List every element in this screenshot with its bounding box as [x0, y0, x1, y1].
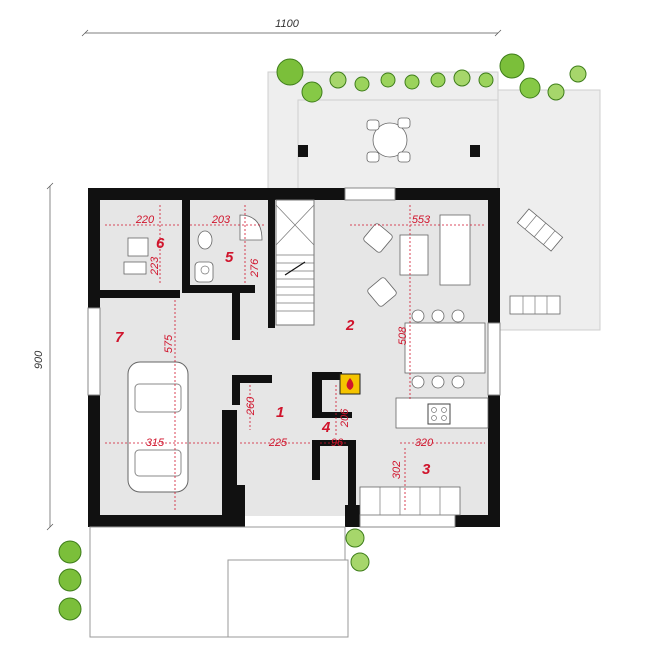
room-5-dim-a: 203 — [211, 214, 231, 226]
room-4: 4 206 96 — [321, 408, 351, 449]
outer-walls — [88, 188, 500, 527]
overall-width-label: 1100 — [275, 18, 300, 30]
room-7-dim-b: 315 — [146, 437, 165, 449]
table-icon — [366, 117, 411, 163]
room-5-dim-b: 276 — [249, 258, 261, 278]
fireplace-icon — [339, 373, 361, 395]
room-4-number: 4 — [321, 419, 331, 436]
living-furniture — [363, 214, 471, 307]
room-3: 3 320 302 — [391, 437, 434, 479]
room-4-dim-a: 206 — [339, 408, 351, 428]
room-3-dim-b: 302 — [391, 461, 403, 479]
room-2: 2 553 508 — [345, 214, 431, 345]
room-1-dim-a: 260 — [245, 396, 257, 416]
overall-height-label: 900 — [33, 350, 45, 369]
room-4-dim-b: 96 — [331, 437, 344, 449]
room-7: 7 575 315 — [115, 329, 175, 449]
room-2-dim-a: 553 — [412, 214, 431, 226]
overall-dimension-width: 1100 — [81, 18, 502, 37]
entrance-area — [89, 526, 349, 638]
terrace-right — [497, 89, 601, 331]
dining-table — [404, 309, 486, 389]
room-3-dim-a: 320 — [415, 437, 434, 449]
overall-dimension-height: 900 — [33, 182, 54, 531]
room-6: 6 220 223 — [135, 214, 165, 276]
room-7-number: 7 — [115, 329, 124, 346]
room-3-number: 3 — [422, 461, 431, 478]
room-6-number: 6 — [156, 235, 165, 252]
room-6-dim-a: 220 — [135, 214, 155, 226]
room-1: 1 260 225 — [245, 396, 288, 449]
room-6-dim-b: 223 — [149, 256, 161, 276]
dimension-lines — [105, 205, 485, 510]
plant-icon — [276, 53, 587, 103]
room-1-number: 1 — [276, 404, 284, 421]
room-7-dim-a: 575 — [163, 334, 175, 353]
room-2-number: 2 — [345, 317, 355, 334]
room-2-dim-b: 508 — [397, 326, 409, 345]
room-5-number: 5 — [225, 249, 234, 266]
room-5: 5 203 276 — [211, 214, 261, 278]
room-1-dim-b: 225 — [268, 437, 288, 449]
car-icon — [127, 361, 189, 493]
stairs-icon — [275, 199, 315, 326]
plant-icon — [58, 528, 370, 621]
windows — [87, 187, 501, 528]
